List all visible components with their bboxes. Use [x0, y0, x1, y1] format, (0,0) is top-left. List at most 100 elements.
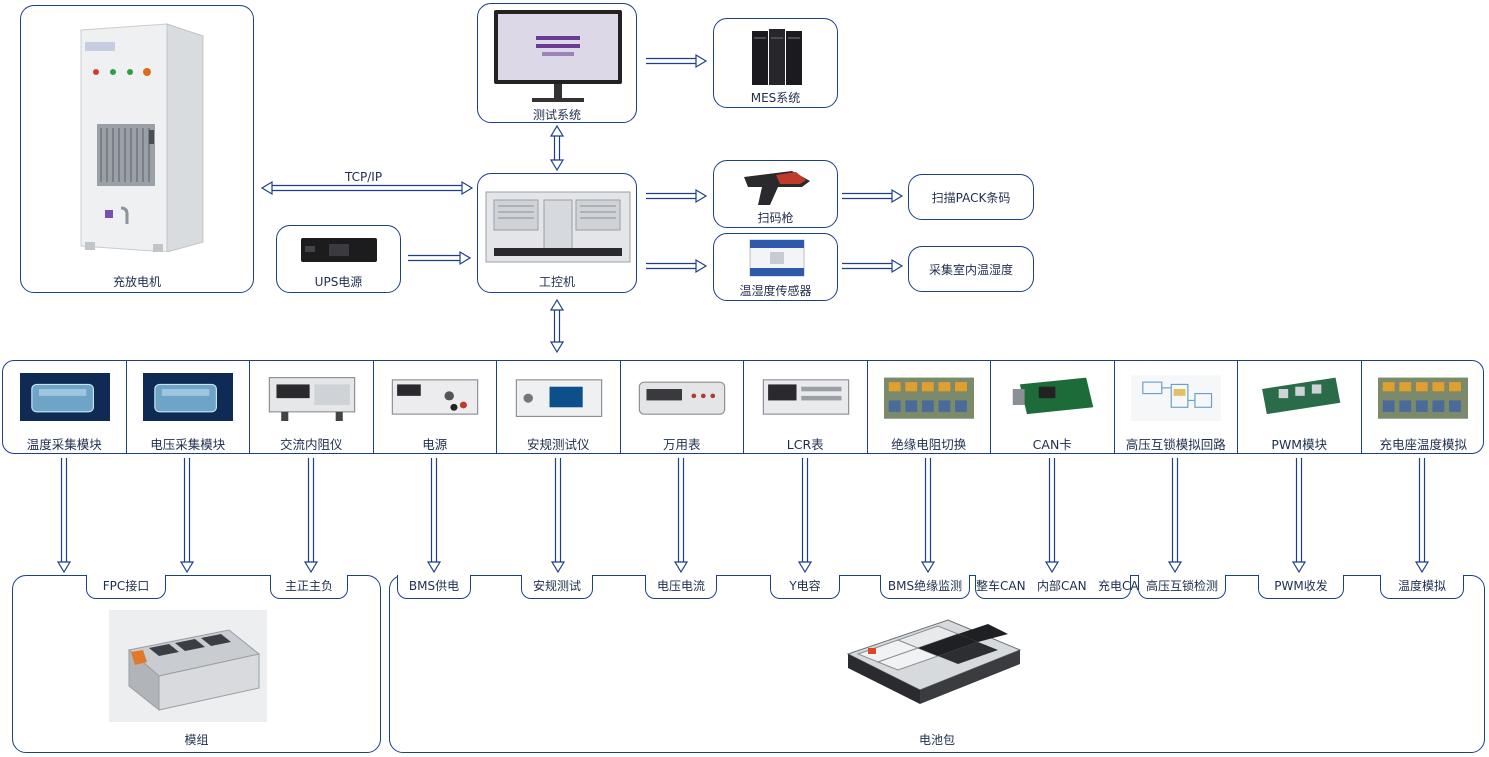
- arrow-scanner-target: [842, 188, 904, 204]
- instrument-label: CAN卡: [1032, 437, 1072, 452]
- arrow-module-down: [1167, 458, 1183, 574]
- tab-fpc: FPC接口: [86, 575, 166, 599]
- arrow-module-down: [179, 458, 195, 574]
- arrow-module-down: [56, 458, 72, 574]
- power-supply-icon: [390, 373, 480, 425]
- instrument-cell: 温度采集模块: [3, 361, 127, 453]
- ups-label: UPS电源: [314, 275, 363, 289]
- humidity-sensor-icon: [744, 238, 810, 278]
- test-system-node: 测试系统: [477, 3, 637, 123]
- mes-label: MES系统: [750, 91, 801, 105]
- instrument-cell: 交流内阻仪: [250, 361, 374, 453]
- industrial-pc-icon: [484, 188, 632, 264]
- barcode-scanner-icon: [740, 167, 814, 207]
- instrument-cell: 电压采集模块: [127, 361, 250, 453]
- acquisition-module-icon: [19, 373, 110, 425]
- charger-node: 充放电机: [20, 5, 254, 293]
- monitor-icon: [492, 8, 624, 106]
- instrument-icon: [267, 373, 357, 425]
- lcr-meter-icon: [761, 373, 851, 425]
- sensor-label: 温湿度传感器: [739, 284, 812, 298]
- instrument-label: 充电座温度模拟: [1379, 437, 1467, 452]
- pack-interface-tab: 电压电流: [645, 575, 717, 599]
- ups-device-icon: [299, 234, 379, 266]
- pack-group-title: 电池包: [918, 733, 955, 747]
- ups-node: UPS电源: [276, 225, 401, 293]
- instrument-cell: PWM模块: [1238, 361, 1362, 453]
- instrument-label: 绝缘电阻切换: [891, 437, 967, 452]
- tab-main-pos-neg: 主正主负: [270, 575, 348, 599]
- instrument-cell: 绝缘电阻切换: [868, 361, 991, 453]
- scan-target-label: 扫描PACK条码: [931, 191, 1011, 205]
- charger-label: 充放电机: [112, 275, 161, 289]
- instrument-cell: 电源: [374, 361, 497, 453]
- sensor-target-node: 采集室内温湿度: [908, 246, 1034, 292]
- instrument-label: LCR表: [786, 437, 824, 452]
- pack-interface-tab: 高压互锁检测: [1138, 575, 1226, 599]
- pack-interface-tab: 安规测试: [521, 575, 593, 599]
- battery-module-icon: [109, 610, 267, 722]
- safety-tester-icon: [514, 373, 604, 425]
- arrow-test-to-mes: [646, 53, 708, 69]
- pci-card-icon: [1255, 373, 1345, 425]
- pack-interface-tab: BMS供电: [397, 575, 471, 599]
- tcp-ip-label: TCP/IP: [345, 170, 383, 184]
- instrument-label: 温度采集模块: [26, 437, 102, 452]
- arrow-ipc-strip: [549, 298, 565, 354]
- arrow-ipc-sensor: [646, 258, 708, 274]
- pack-group: 电池包: [389, 575, 1485, 753]
- instrument-label: 电压采集模块: [150, 437, 226, 452]
- scanner-label: 扫码枪: [757, 211, 794, 225]
- instrument-cell: 充电座温度模拟: [1362, 361, 1486, 453]
- arrow-module-down: [303, 458, 319, 574]
- instrument-label: 高压互锁模拟回路: [1125, 437, 1226, 452]
- arrow-module-down: [920, 458, 936, 574]
- test-system-label: 测试系统: [532, 108, 581, 122]
- instrument-cell: LCR表: [744, 361, 868, 453]
- ipc-label: 工控机: [538, 275, 575, 289]
- arrow-charger-ipc: [260, 180, 474, 196]
- module-group-title: 模组: [184, 733, 209, 747]
- arrow-sensor-target: [842, 258, 904, 274]
- pack-interface-tab: 温度模拟: [1380, 575, 1464, 599]
- ipc-node: 工控机: [477, 173, 637, 293]
- scanner-node: 扫码枪: [713, 160, 838, 228]
- pack-interface-tab: Y电容: [770, 575, 840, 599]
- instrument-cell: 万用表: [621, 361, 744, 453]
- instrument-label: PWM模块: [1271, 437, 1328, 452]
- arrow-module-down: [1044, 458, 1060, 574]
- instrument-label: 安规测试仪: [526, 437, 590, 452]
- instrument-cell: CAN卡: [991, 361, 1115, 453]
- sensor-node: 温湿度传感器: [713, 233, 838, 301]
- can-card-icon: [1008, 373, 1098, 425]
- instrument-cell: 安规测试仪: [497, 361, 621, 453]
- arrow-module-down: [797, 458, 813, 574]
- instrument-label: 万用表: [662, 437, 701, 452]
- arrow-test-ipc: [549, 124, 565, 172]
- relay-board-icon: [884, 373, 975, 425]
- arrow-ups-ipc: [408, 250, 472, 266]
- battery-pack-icon: [838, 614, 1026, 708]
- pack-interface-tab: BMS绝缘监测: [880, 575, 970, 599]
- instrument-label: 电源: [422, 437, 448, 452]
- scan-target-node: 扫描PACK条码: [908, 174, 1034, 220]
- arrow-ipc-scanner: [646, 188, 708, 204]
- arrow-module-down: [1414, 458, 1430, 574]
- sensor-target-label: 采集室内温湿度: [928, 263, 1013, 277]
- instrument-label: 交流内阻仪: [279, 437, 343, 452]
- module-group: 模组: [12, 575, 381, 753]
- arrow-module-down: [673, 458, 689, 574]
- arrow-module-down: [1291, 458, 1307, 574]
- arrow-module-down: [426, 458, 442, 574]
- instrument-strip: 温度采集模块 电压采集模块 交流内阻仪 电源 安规测试仪 万用表 LCR表 绝缘电阻切换 CAN…: [2, 360, 1484, 454]
- mes-node: MES系统: [713, 18, 838, 108]
- acquisition-module-icon: [143, 373, 234, 425]
- server-rack-icon: [750, 27, 804, 87]
- arrow-module-down: [550, 458, 566, 574]
- circuit-diagram-icon: [1131, 373, 1222, 425]
- relay-board-icon: [1378, 373, 1469, 425]
- multimeter-icon: [637, 373, 727, 425]
- pack-interface-tab: PWM收发: [1258, 575, 1344, 599]
- instrument-cell: 高压互锁模拟回路: [1115, 361, 1238, 453]
